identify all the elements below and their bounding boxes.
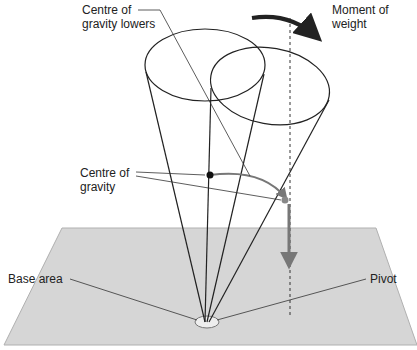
lowering-arrow [288, 204, 291, 266]
floor-plane [4, 228, 417, 345]
leader-lines [70, 10, 366, 320]
vertical-line [290, 18, 291, 318]
base-label: Base area [8, 272, 70, 286]
pivot-label: Pivot [370, 272, 414, 286]
cog-label: Centre of gravity [80, 166, 136, 194]
moment-arrow [252, 17, 318, 38]
leader-label: Centre of gravity lowers [82, 3, 166, 31]
cog-dot-lowered [282, 197, 289, 204]
moment-label: Moment of weight [332, 3, 404, 31]
top-tilted [204, 38, 335, 322]
cog-dot [207, 172, 214, 179]
